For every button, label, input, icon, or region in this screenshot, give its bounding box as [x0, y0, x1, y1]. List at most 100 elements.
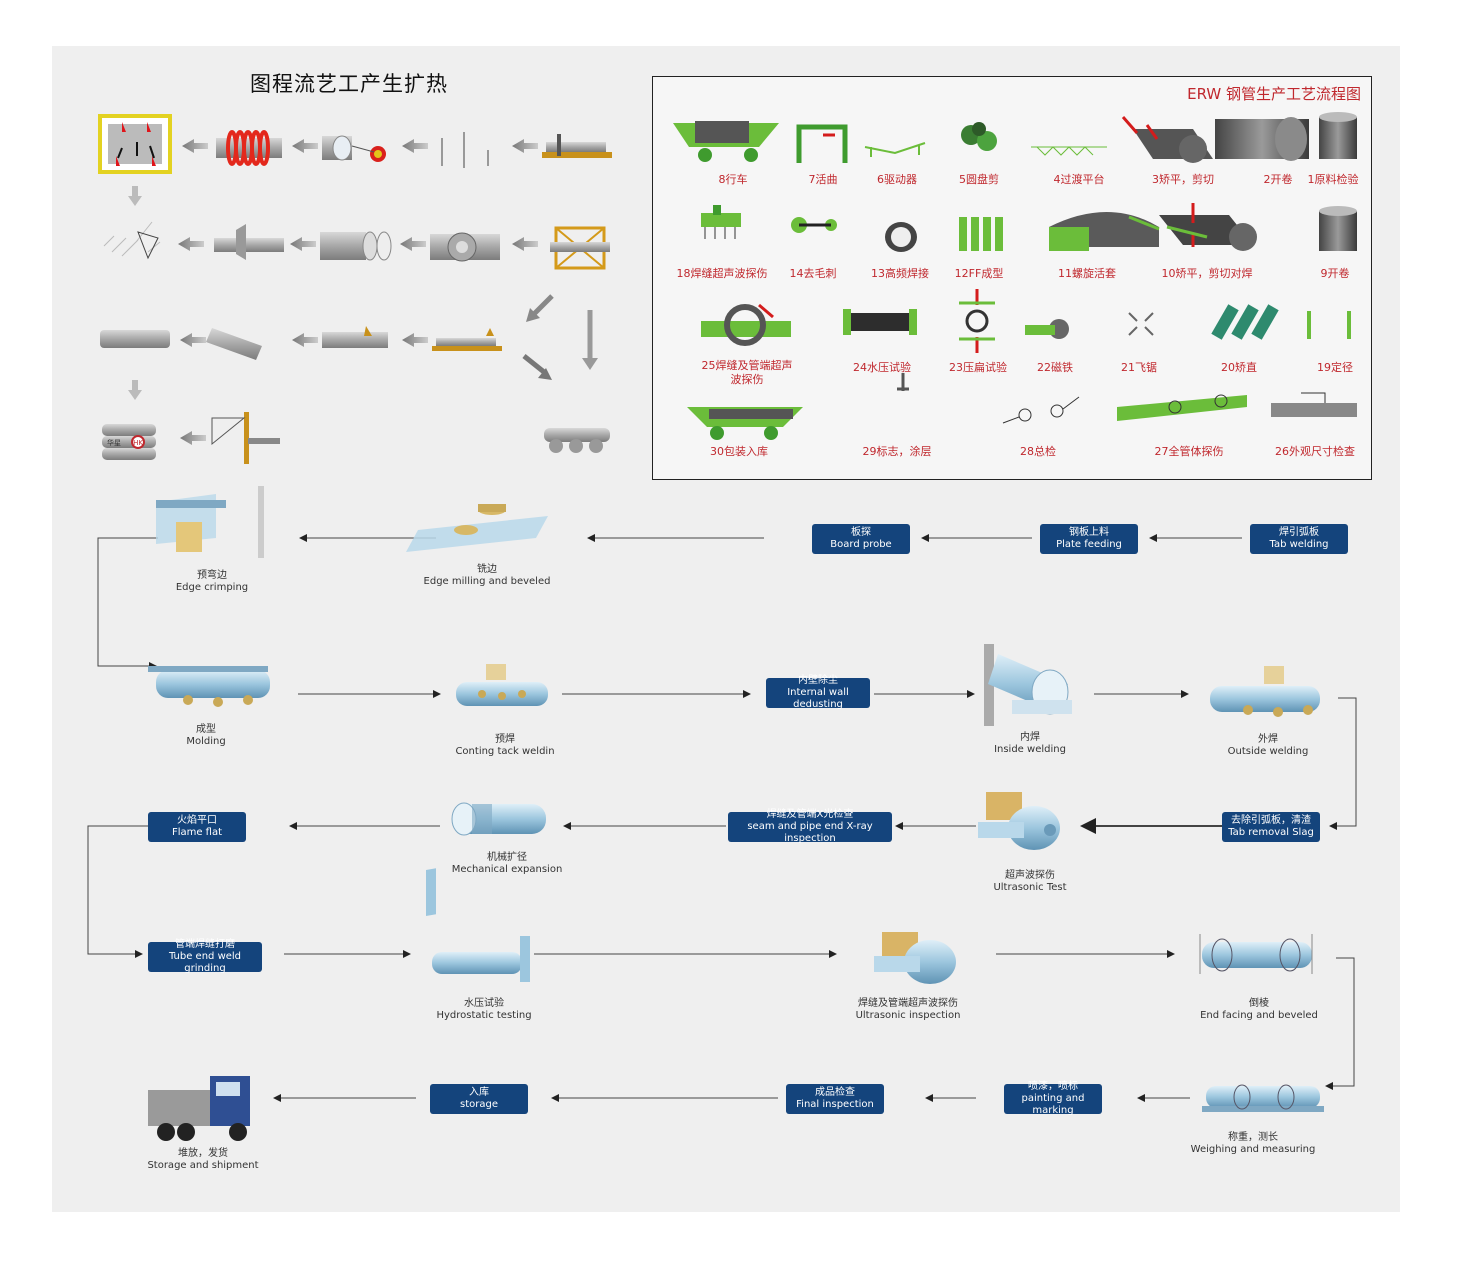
hydro-test-icon — [843, 309, 917, 391]
pipe-end-check — [322, 135, 386, 162]
magnet-icon — [1025, 319, 1069, 339]
dump-truck-icon — [148, 1076, 250, 1141]
flattening-test-icon — [959, 289, 995, 353]
connector-right-1 — [1329, 697, 1357, 830]
tack-welding-machine — [456, 664, 548, 706]
end-facing-machine — [1199, 934, 1313, 974]
molding-machine — [148, 666, 270, 707]
straightening-icon — [1211, 304, 1279, 340]
pipe-on-rack — [542, 134, 612, 158]
pipe-end-beveling — [322, 326, 388, 348]
connector-right-2 — [1325, 957, 1355, 1090]
uncoiler2-icon — [1319, 206, 1357, 251]
ff-forming-icon — [959, 217, 1003, 251]
pipe-bundle: HK 华星 — [102, 424, 156, 460]
erw-label-10: 10矫平，剪切对焊 — [1161, 267, 1253, 280]
erw-label-11: 11螺旋活套 — [1058, 267, 1116, 280]
erw-label-14: 14去毛刺 — [789, 267, 837, 280]
pipe-ultrasonic-icon — [701, 303, 791, 346]
induction-coil — [216, 130, 282, 166]
heating-furnace — [98, 114, 172, 174]
mechanical-expansion-machine — [451, 802, 546, 836]
pipe-on-table — [432, 328, 502, 351]
spiral-looper-icon — [1049, 212, 1160, 251]
erw-label-7: 7活曲 — [808, 173, 838, 186]
outside-welding-machine — [1210, 666, 1320, 717]
arrow-left — [182, 139, 208, 153]
erw-label-21: 21飞锯 — [1121, 361, 1157, 374]
expander-head — [214, 224, 284, 260]
edge-crimping-machine — [156, 486, 264, 558]
leveler-cutter-icon — [1121, 116, 1213, 163]
erw-label-27: 27全管体探伤 — [1154, 445, 1224, 458]
full-body-inspection-icon — [1117, 394, 1247, 421]
erw-label-12: 12FF成型 — [954, 267, 1004, 280]
flow-diagram — [87, 486, 1357, 1141]
erw-label-26: 26外观尺寸检查 — [1275, 445, 1355, 458]
edge-milling-machine — [406, 504, 548, 552]
erw-label-29: 29标志，涂层 — [862, 445, 932, 458]
expansion-mandrel — [103, 221, 161, 260]
expansion-frame — [550, 226, 610, 270]
pipe-cutting — [441, 132, 489, 168]
erw-label-24: 24水压试验 — [853, 361, 911, 374]
connector-left-2 — [87, 825, 148, 958]
erw-label-6: 6驱动器 — [877, 173, 917, 186]
erw-label-19: 19定径 — [1317, 361, 1353, 374]
erw-process-box: ERW 钢管生产工艺流程图 — [652, 76, 1372, 480]
erw-label-30: 30包装入库 — [710, 445, 768, 458]
erw-icons — [673, 112, 1357, 440]
erw-label-1: 1原料检验 — [1307, 173, 1359, 186]
erw-label-5: 5圆盘剪 — [959, 173, 999, 186]
packaging-truck-icon — [687, 407, 803, 440]
final-check-icon — [1002, 396, 1080, 424]
hot-expansion-title: 图程流艺工产生扩热 — [250, 72, 448, 96]
erw-label-2: 2开卷 — [1263, 173, 1293, 186]
ultrasonic-test-machine — [978, 792, 1060, 850]
erw-label-22: 22磁铁 — [1037, 361, 1073, 374]
erw-label-25: 25焊缝及管端超声波探伤 — [701, 359, 793, 386]
loop-icon — [796, 124, 848, 163]
transition-table-icon — [1031, 146, 1107, 156]
hk-logo-text: 华星 — [107, 438, 121, 447]
flying-saw-icon — [1128, 312, 1154, 336]
svg-text:HK: HK — [133, 439, 143, 447]
hot-pipe-rollers — [544, 428, 610, 453]
finished-pipe — [100, 330, 170, 348]
hydraulic-crane — [211, 412, 280, 464]
erw-label-8: 8行车 — [718, 173, 748, 186]
hot-expansion-diagram: HK 华星 — [98, 114, 612, 464]
pipe-end-mill — [430, 232, 500, 262]
visual-check-icon — [1271, 392, 1357, 417]
erw-label-9: 9开卷 — [1320, 267, 1350, 280]
shear-welder-icon — [1159, 203, 1257, 251]
weighing-machine — [1202, 1084, 1324, 1112]
tilted-pipe — [206, 328, 262, 360]
erw-label-23: 23压扁试验 — [949, 361, 1007, 374]
disc-shear-icon — [961, 122, 997, 151]
driver-icon — [864, 142, 926, 157]
diagram-canvas: 图程流艺工产生扩热 — [52, 46, 1400, 1212]
erw-label-13: 13高频焊接 — [871, 267, 929, 280]
erw-label-18: 18焊缝超声波探伤 — [676, 267, 768, 280]
sizing-icon — [1307, 311, 1351, 339]
